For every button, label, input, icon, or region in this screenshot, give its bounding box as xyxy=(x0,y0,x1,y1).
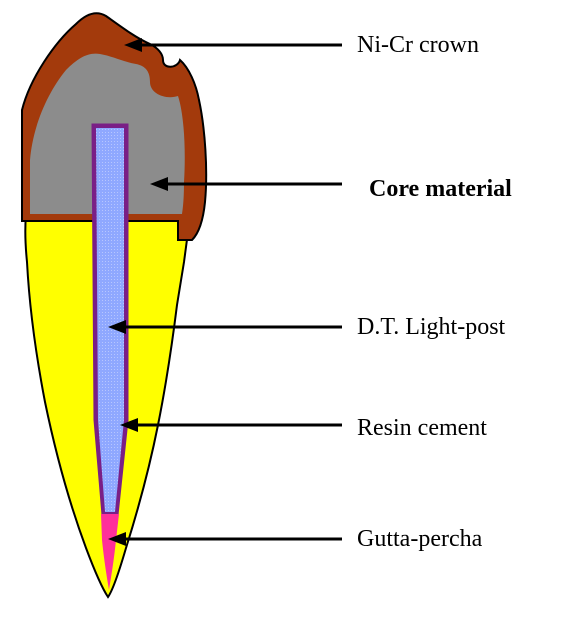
label-core-material: Core material xyxy=(369,175,512,203)
label-gutta-percha: Gutta-percha xyxy=(357,525,482,553)
arrow-gutta xyxy=(108,532,342,546)
label-ni-cr-crown: Ni-Cr crown xyxy=(357,31,479,59)
label-d-t-light-post: D.T. Light-post xyxy=(357,313,505,341)
label-resin-cement: Resin cement xyxy=(357,414,487,442)
